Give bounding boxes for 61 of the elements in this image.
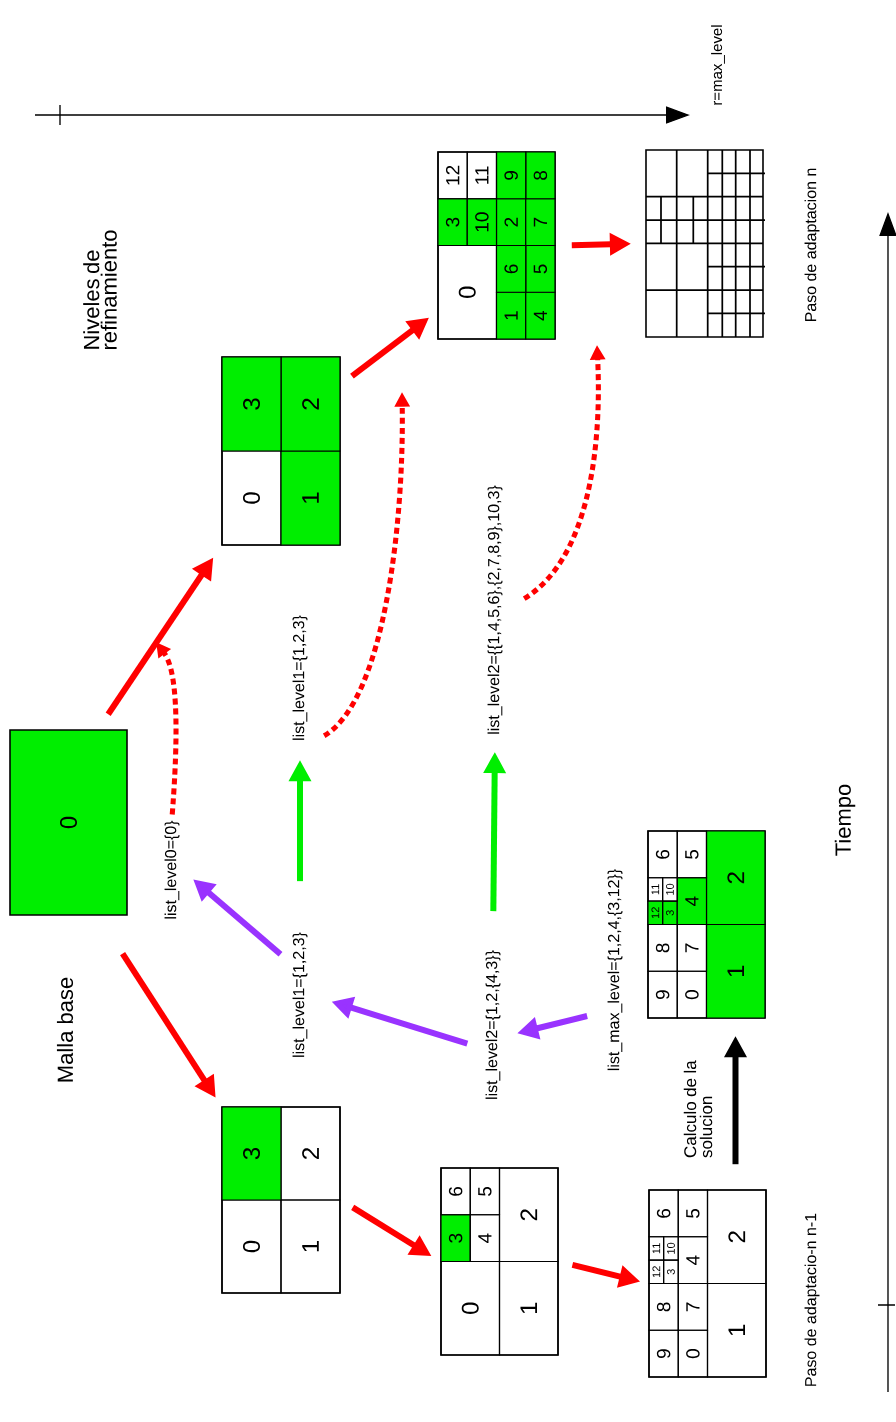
grid-cell: 11 bbox=[647, 877, 664, 902]
grid-cell: 6 bbox=[495, 244, 527, 293]
grid-cell: 8 bbox=[525, 151, 556, 200]
grid-cell: 7 bbox=[525, 198, 556, 247]
grid-cell: 12 bbox=[437, 151, 468, 200]
grid-cell: 12 bbox=[648, 1259, 665, 1285]
grid-cell: 0 bbox=[677, 1329, 709, 1378]
grid-cell: 5 bbox=[469, 1167, 501, 1216]
grid-cell: 1 bbox=[280, 1199, 341, 1294]
mesh-box: 0 bbox=[9, 729, 128, 916]
grid-cell: 9 bbox=[648, 1329, 679, 1378]
grid-cell: 2 bbox=[280, 356, 341, 452]
grid-cell: 3 bbox=[437, 198, 468, 247]
grid-cell: 4 bbox=[677, 1236, 709, 1285]
list-label: list_level0={0} bbox=[164, 820, 180, 919]
list-label: list_level2={1,2,{4,3}} bbox=[485, 950, 501, 1099]
axis-label: Tiempo bbox=[834, 784, 856, 856]
grid-cell: 7 bbox=[676, 923, 708, 972]
grid-cell: 5 bbox=[676, 830, 708, 879]
grid-cell: 3 bbox=[221, 1106, 282, 1201]
list-label: list_level2={{1,4,5,6},{2,7,8,9},10,3} bbox=[487, 485, 503, 734]
grid-cell: 10 bbox=[466, 198, 498, 247]
list-label: list_level1={1,2,3} bbox=[292, 932, 308, 1057]
grid-cell: 3 bbox=[440, 1214, 471, 1263]
grid-cell: 4 bbox=[469, 1214, 501, 1263]
axis-label: r=max_level bbox=[711, 25, 725, 105]
grid-cell: 12 bbox=[647, 900, 664, 926]
grid-cell: 1 bbox=[705, 923, 766, 1019]
grid-cell: 6 bbox=[440, 1167, 471, 1216]
heading-text: Malla base bbox=[56, 977, 74, 1082]
grid-cell: 1 bbox=[280, 450, 341, 546]
grid-cell: 5 bbox=[677, 1189, 709, 1238]
grid-cell: 2 bbox=[495, 198, 527, 247]
list-label: list_max_level={1,2,4,{3,12}} bbox=[607, 869, 623, 1071]
node-label: 3 bbox=[667, 1269, 675, 1275]
grid-cell: 11 bbox=[466, 151, 498, 200]
grid-cell: 6 bbox=[648, 1189, 679, 1238]
grid-cell: 9 bbox=[495, 151, 527, 200]
edge-label: Calculo de la solucion bbox=[683, 1060, 713, 1158]
grid-cell: 1 bbox=[498, 1260, 559, 1356]
grid-cell: 11 bbox=[648, 1236, 665, 1261]
grid-cell: 2 bbox=[706, 1189, 767, 1285]
grid-cell: 6 bbox=[647, 830, 678, 879]
grid-cell: 1 bbox=[495, 291, 527, 340]
mesh-grid bbox=[645, 149, 766, 338]
grid-cell: 10 bbox=[663, 1236, 679, 1261]
grid-cell: 8 bbox=[648, 1282, 679, 1331]
list-label: list_level1={1,2,3} bbox=[292, 615, 308, 740]
grid-cell: 1 bbox=[706, 1282, 767, 1378]
grid-cell: 5 bbox=[525, 244, 556, 293]
grid-cell: 0 bbox=[440, 1260, 501, 1356]
grid-cell: 2 bbox=[498, 1167, 559, 1263]
grid-cell: 8 bbox=[647, 923, 678, 972]
axis-label: Niveles de refinamiento bbox=[83, 230, 117, 350]
caption-text: Paso de adaptacion n bbox=[804, 168, 820, 322]
grid-cell: 4 bbox=[525, 291, 556, 340]
grid-cell: 9 bbox=[647, 970, 678, 1019]
grid-cell: 7 bbox=[677, 1282, 709, 1331]
grid-cell: 10 bbox=[662, 877, 678, 902]
caption-text: Paso de adaptacio-n n-1 bbox=[804, 1213, 820, 1386]
grid-cell: 3 bbox=[221, 356, 282, 452]
